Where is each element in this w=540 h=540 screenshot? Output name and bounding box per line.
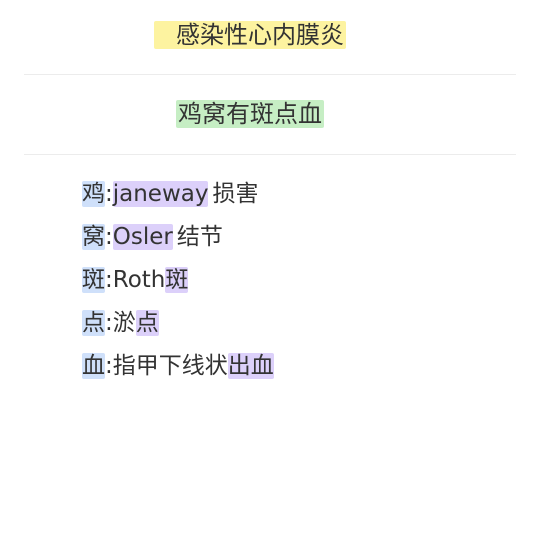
list-item: 斑:Roth斑	[82, 263, 522, 306]
page-title: 感染性心内膜炎	[0, 18, 500, 52]
separator: :	[105, 181, 113, 207]
separator: :	[105, 353, 113, 379]
mnemonic-term: janeway	[112, 181, 209, 207]
divider	[24, 154, 516, 155]
mnemonic-text: 鸡窝有斑点血	[176, 100, 324, 128]
separator: :	[105, 310, 113, 336]
list-item: 血:指甲下线状出血	[82, 349, 522, 392]
separator: :	[105, 224, 113, 250]
mnemonic-term: Osler	[112, 224, 173, 250]
mnemonic-suffix: 结节	[176, 224, 223, 250]
list-item: 点:淤点	[82, 306, 522, 349]
divider	[24, 74, 516, 75]
mnemonic-key: 血	[82, 353, 105, 379]
separator: :	[105, 267, 113, 293]
mnemonic-prefix: Roth	[112, 267, 166, 293]
mnemonic-term: 出血	[227, 353, 274, 379]
mnemonic-key: 点	[82, 310, 105, 336]
title-text: 感染性心内膜炎	[154, 21, 346, 49]
mnemonic-prefix: 淤	[112, 310, 136, 336]
mnemonic-term: 点	[135, 310, 159, 336]
mnemonic-key: 斑	[82, 267, 105, 293]
mnemonic-key: 窝	[82, 224, 105, 250]
mnemonic-key: 鸡	[82, 181, 105, 207]
mnemonic-prefix: 指甲下线状	[112, 353, 228, 379]
mnemonic-suffix: 损害	[212, 181, 259, 207]
mnemonic-heading: 鸡窝有斑点血	[0, 97, 500, 131]
mnemonic-term: 斑	[165, 267, 189, 293]
